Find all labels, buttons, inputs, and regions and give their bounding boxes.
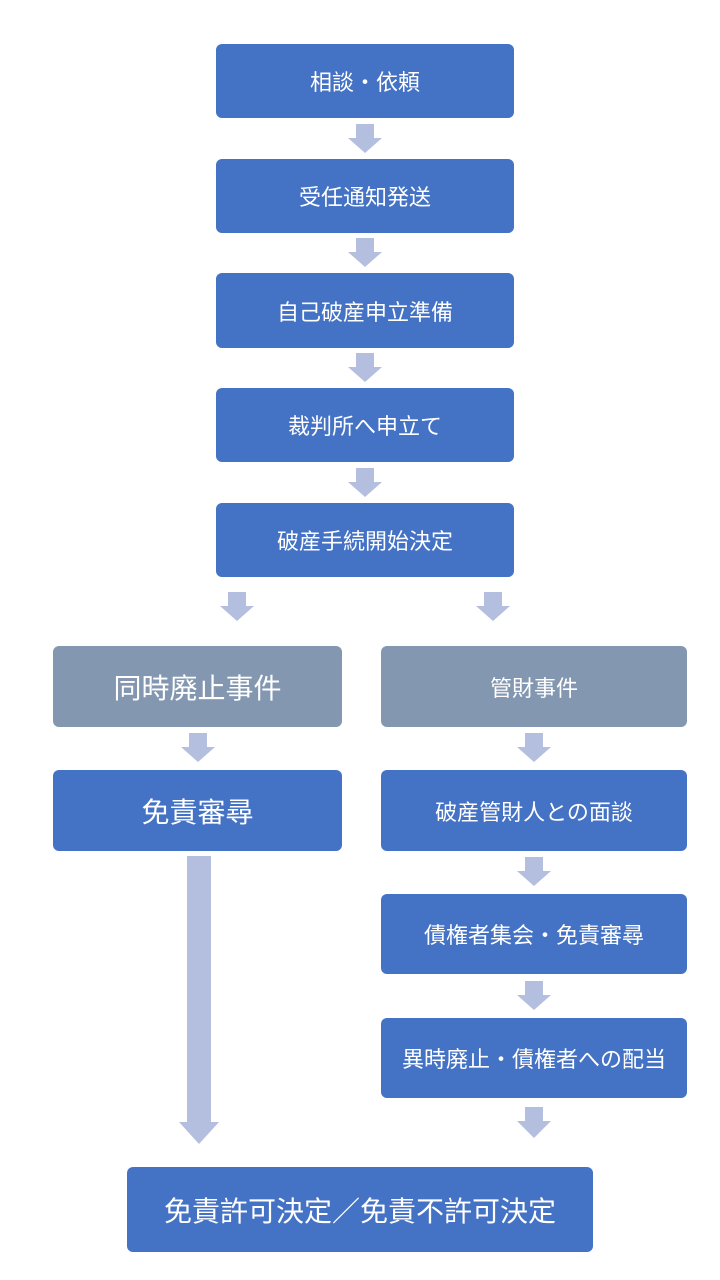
final-decision: 免責許可決定／免責不許可決定 [127,1167,593,1252]
arrow-down [476,592,510,621]
arrow-down [517,857,551,886]
step-bankruptcy-commencement: 破産手続開始決定 [216,503,514,577]
step-consultation: 相談・依頼 [216,44,514,118]
arrow-down [517,981,551,1010]
left-discharge-hearing: 免責審尋 [53,770,342,851]
arrow-down [181,733,215,762]
right-abolition-distribution: 異時廃止・債権者への配当 [381,1018,687,1098]
right-creditors-meeting: 債権者集会・免責審尋 [381,894,687,974]
step-court-filing: 裁判所へ申立て [216,388,514,462]
step-filing-preparation: 自己破産申立準備 [216,273,514,348]
arrow-down [348,353,382,382]
right-trustee-interview: 破産管財人との面談 [381,770,687,851]
step-notice-sent: 受任通知発送 [216,159,514,233]
arrow-down [348,238,382,267]
arrow-down [517,733,551,762]
left-branch-header: 同時廃止事件 [53,646,342,727]
arrow-down [348,468,382,497]
arrow-down [517,1107,551,1138]
long-arrow-down [179,856,219,1144]
arrow-down [348,124,382,153]
arrow-down [220,592,254,621]
right-branch-header: 管財事件 [381,646,687,727]
